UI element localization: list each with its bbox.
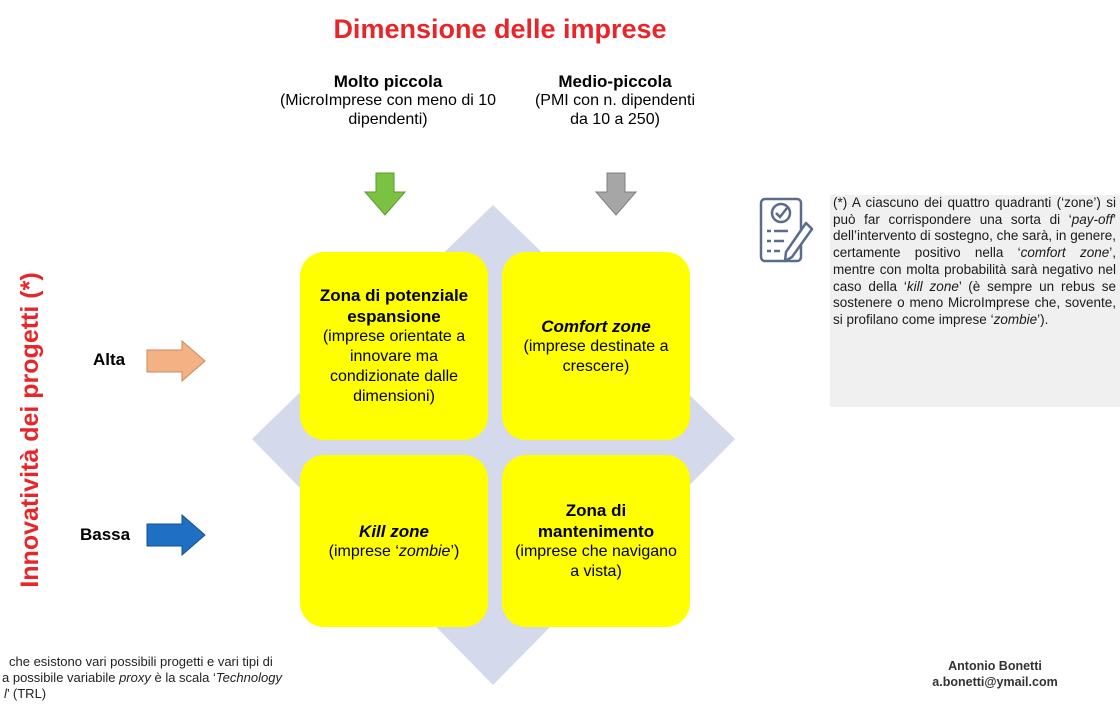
footnote-line: l’ (TRL) [4, 686, 47, 701]
footnote: che esistono vari possibili progetti e v… [0, 654, 380, 702]
quadrant-description: (imprese che navigano a vista) [515, 543, 677, 580]
row-label-bassa: Bassa [80, 525, 131, 544]
quadrant-description: (imprese ‘zombie’) [328, 542, 460, 560]
author-email: a.bonetti@ymail.com [932, 675, 1058, 689]
column-title: Medio-piccola [558, 72, 672, 91]
down-arrow-gray-icon [595, 172, 637, 216]
quadrant-title: Comfort zone [541, 316, 651, 336]
column-description: (PMI con n. dipendenti da 10 a 250) [534, 92, 696, 128]
quadrant-description: (imprese destinate a crescere) [523, 337, 669, 375]
quadrant-comfort-zone: Comfort zone (imprese destinate a cresce… [502, 252, 690, 440]
row-label-alta: Alta [93, 350, 126, 369]
vertical-axis-label: Innovatività dei progetti (*) [16, 272, 44, 588]
column-heading-micro: Molto piccola (MicroImprese con meno di … [278, 72, 498, 129]
quadrant-potential-expansion: Zona di potenziale espansione (imprese o… [300, 252, 488, 440]
checklist-pencil-icon [759, 197, 814, 263]
note-box: (*) A ciascuno dei quattro quadranti (‘z… [830, 195, 1120, 407]
column-description: (MicroImprese con meno di 10 dipendenti) [279, 92, 497, 128]
footnote-line: a possibile variabile proxy è la scala ‘… [2, 670, 282, 685]
diagram-title: Dimensione delle imprese [333, 14, 667, 44]
right-arrow-blue-icon [146, 514, 206, 556]
quadrant-title: Kill zone [359, 521, 429, 541]
author-credit: Antonio Bonetti a.bonetti@ymail.com [900, 658, 1090, 690]
footnote-line: che esistono vari possibili progetti e v… [9, 654, 273, 669]
quadrant-title: Zona di mantenimento [537, 501, 655, 541]
quadrant-title: Zona di potenziale espansione [319, 286, 469, 326]
column-heading-pmi: Medio-piccola (PMI con n. dipendenti da … [530, 72, 700, 129]
quadrant-description: (imprese orientate a innovare ma condizi… [322, 328, 466, 405]
quadrant-kill-zone: Kill zone (imprese ‘zombie’) [300, 455, 488, 627]
down-arrow-green-icon [364, 172, 406, 216]
author-name: Antonio Bonetti [948, 659, 1042, 673]
column-title: Molto piccola [333, 72, 443, 91]
right-arrow-orange-icon [146, 340, 206, 382]
quadrant-maintenance: Zona di mantenimento (imprese che naviga… [502, 455, 690, 627]
